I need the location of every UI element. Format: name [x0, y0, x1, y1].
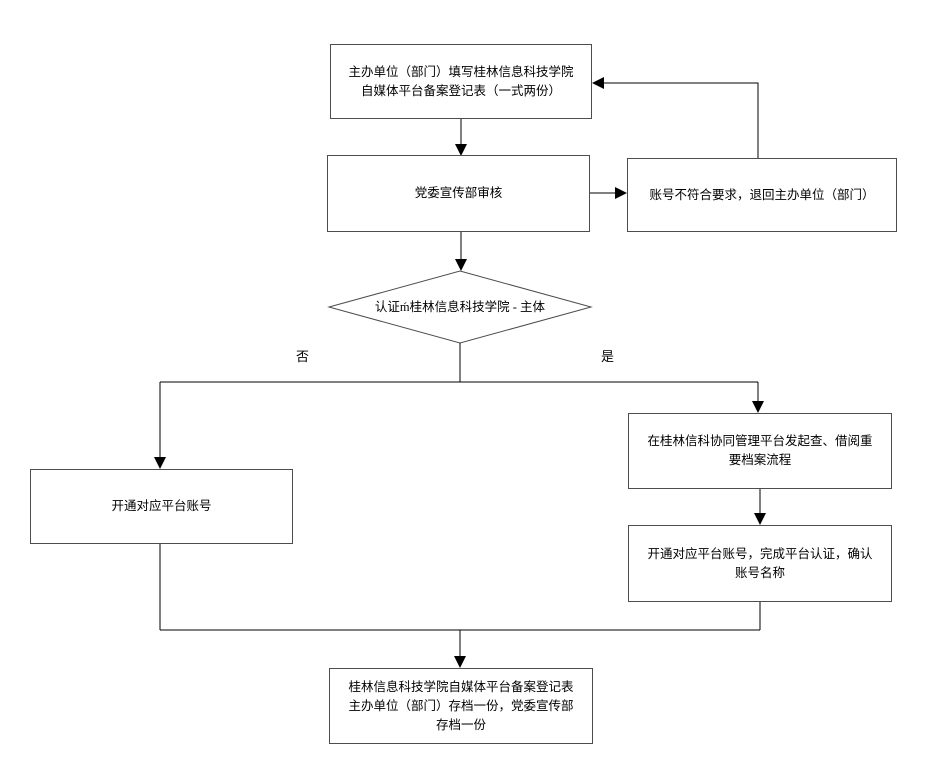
node-reject: 账号不符合要求，退回主办单位（部门）	[627, 158, 897, 232]
node-open-account-no: 开通对应平台账号	[30, 469, 293, 544]
node-review: 党委宣传部审核	[327, 155, 590, 232]
branch-label-no: 否	[296, 349, 310, 364]
node-decision-label: 认证ḿ桂林信息科技学院 - 主体	[374, 300, 546, 314]
arrowhead-into-yes-a	[752, 401, 764, 413]
arrowhead-into-yes-b	[754, 513, 766, 525]
arrowhead-into-decision	[455, 259, 467, 271]
arrowhead-into-open-no	[154, 457, 166, 469]
arrowhead-into-end	[454, 656, 466, 668]
arrowhead-into-reject	[615, 187, 627, 199]
node-end-archive: 桂林信息科技学院自媒体平台备案登记表 主办单位（部门）存档一份，党委宣传部 存档…	[329, 668, 593, 744]
arrowhead-into-review	[455, 144, 467, 156]
node-archive-process: 在桂林信科协同管理平台发起查、借阅重 要档案流程	[628, 413, 892, 489]
connector-reject-start	[603, 82, 759, 158]
branch-label-yes: 是	[601, 349, 615, 364]
arrowhead-into-start	[592, 77, 604, 89]
node-start: 主办单位（部门）填写桂林信息科技学院 自媒体平台备案登记表（一式两份）	[330, 44, 592, 119]
node-open-account-yes: 开通对应平台账号，完成平台认证，确认 账号名称	[628, 525, 892, 602]
